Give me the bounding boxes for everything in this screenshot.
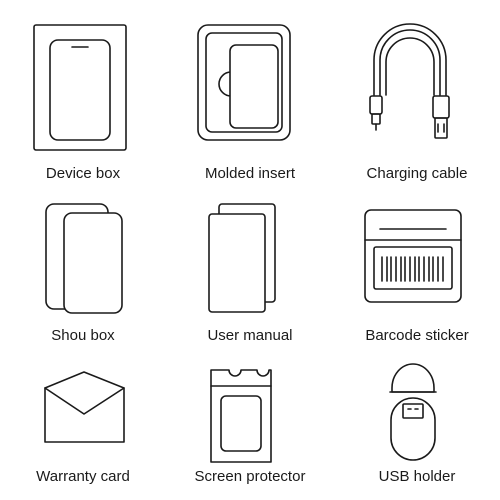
item-label: Warranty card [36, 468, 130, 485]
item-label: USB holder [378, 468, 456, 485]
warranty-card-icon [44, 371, 125, 443]
item-label: Screen protector [194, 468, 306, 485]
user-manual-icon [208, 203, 276, 313]
item-usb-holder: USB holder [334, 334, 500, 500]
molded-insert-icon [197, 24, 291, 141]
item-label: Molded insert [204, 165, 296, 182]
item-label: Device box [45, 165, 121, 182]
screen-protector-icon [210, 369, 272, 463]
item-molded-insert: Molded insert [167, 0, 333, 182]
item-label: Barcode sticker [365, 327, 469, 344]
usb-holder-icon [389, 363, 437, 461]
item-warranty-card: Warranty card [0, 334, 166, 500]
item-charging-cable: Charging cable [334, 0, 500, 182]
item-label: Shou box [51, 327, 115, 344]
device-box-icon [33, 24, 127, 151]
charging-cable-icon [369, 23, 450, 139]
barcode-sticker-icon [364, 209, 462, 303]
item-shou-box: Shou box [0, 167, 166, 344]
item-barcode-sticker: Barcode sticker [334, 167, 500, 344]
item-device-box: Device box [0, 0, 166, 182]
shou-box-icon [45, 203, 123, 314]
item-screen-protector: Screen protector [167, 334, 333, 500]
item-label: Charging cable [366, 165, 468, 182]
item-label: User manual [207, 327, 293, 344]
item-user-manual: User manual [167, 167, 333, 344]
